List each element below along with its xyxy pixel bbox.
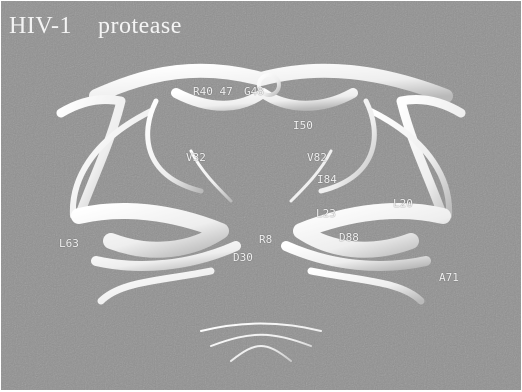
label-l63: L63 — [59, 237, 79, 250]
label-v82: V82 — [307, 151, 327, 164]
left-tail — [101, 271, 211, 301]
label-i50: I50 — [293, 119, 313, 132]
label-d30: D30 — [233, 251, 253, 264]
n-c-terminus-strands — [201, 324, 321, 362]
label-g48: G48 — [244, 85, 264, 98]
right-tail — [311, 271, 421, 301]
left-loop — [148, 101, 201, 191]
label-r40-47: R40 47 — [193, 85, 233, 98]
label-i84: I84 — [317, 173, 337, 186]
label-v32: V32 — [186, 151, 206, 164]
image-title: HIV-1 protease — [9, 13, 182, 40]
label-a71: A71 — [439, 271, 459, 284]
left-helix-bundle — [79, 211, 221, 250]
label-l23: L23 — [316, 207, 336, 220]
label-r8: R8 — [259, 233, 272, 246]
label-l20: L20 — [393, 197, 413, 210]
label-d88: D88 — [339, 231, 359, 244]
